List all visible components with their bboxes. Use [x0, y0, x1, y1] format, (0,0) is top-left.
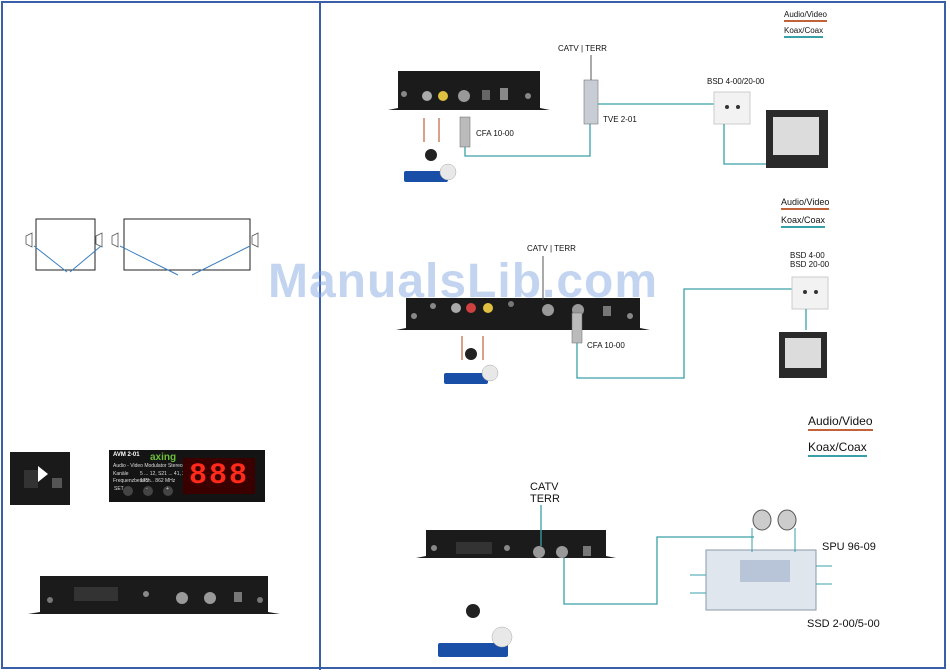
panel-minus-label: - [146, 486, 148, 492]
d3-catv: CATV [530, 481, 559, 493]
d3-ssd: SSD 2-00/5-00 [807, 618, 880, 630]
panel-kanal-label: Kanäle [113, 471, 129, 477]
led-display: 888 [183, 458, 255, 494]
legend-top-av: Audio/Video [784, 10, 827, 22]
d1-catv-terr: CATV | TERR [558, 44, 607, 53]
diagram-3 [416, 505, 832, 657]
diagram-1 [388, 55, 828, 182]
panel-freq-value: 175 ... 862 MHz [140, 478, 176, 484]
watermark: ManualsLib.com [268, 255, 659, 308]
switch-detail [10, 452, 70, 505]
panel-set-label: SET [114, 486, 124, 492]
d3-spu: SPU 96-09 [822, 541, 876, 553]
legend-low-av: Audio/Video [808, 414, 873, 431]
diagram-2 [396, 256, 829, 384]
d1-tve: TVE 2-01 [603, 115, 637, 124]
panel-kanal-value: 5 ... 12, S21 ... 41, 21 ... 69 [140, 471, 201, 477]
d1-bsd: BSD 4-00/20-00 [707, 77, 765, 86]
legend-top-koax: Koax/Coax [784, 26, 824, 38]
panel-logo: axing [150, 452, 177, 463]
legend-low-koax: Koax/Coax [808, 440, 867, 457]
d2-catv-terr: CATV | TERR [527, 244, 576, 253]
legend-mid-koax: Koax/Coax [781, 215, 826, 228]
panel-freq-label: Frequenzbereich [113, 478, 151, 484]
d3-terr: TERR [530, 493, 560, 505]
d2-bsd-b: BSD 20-00 [790, 260, 830, 269]
mounting-sketch [25, 218, 259, 276]
panel-model: AVM 2-01 [113, 452, 140, 458]
d1-cfa: CFA 10-00 [476, 129, 514, 138]
column-divider [319, 1, 321, 670]
panel-subtitle: Audio - Video Modulator Stereo [113, 463, 183, 469]
d2-cfa: CFA 10-00 [587, 341, 625, 350]
d2-bsd-a: BSD 4-00 [790, 251, 825, 260]
panel-plus-label: + [166, 486, 169, 492]
legend-mid-av: Audio/Video [781, 197, 830, 210]
rear-unit-left [28, 576, 280, 614]
